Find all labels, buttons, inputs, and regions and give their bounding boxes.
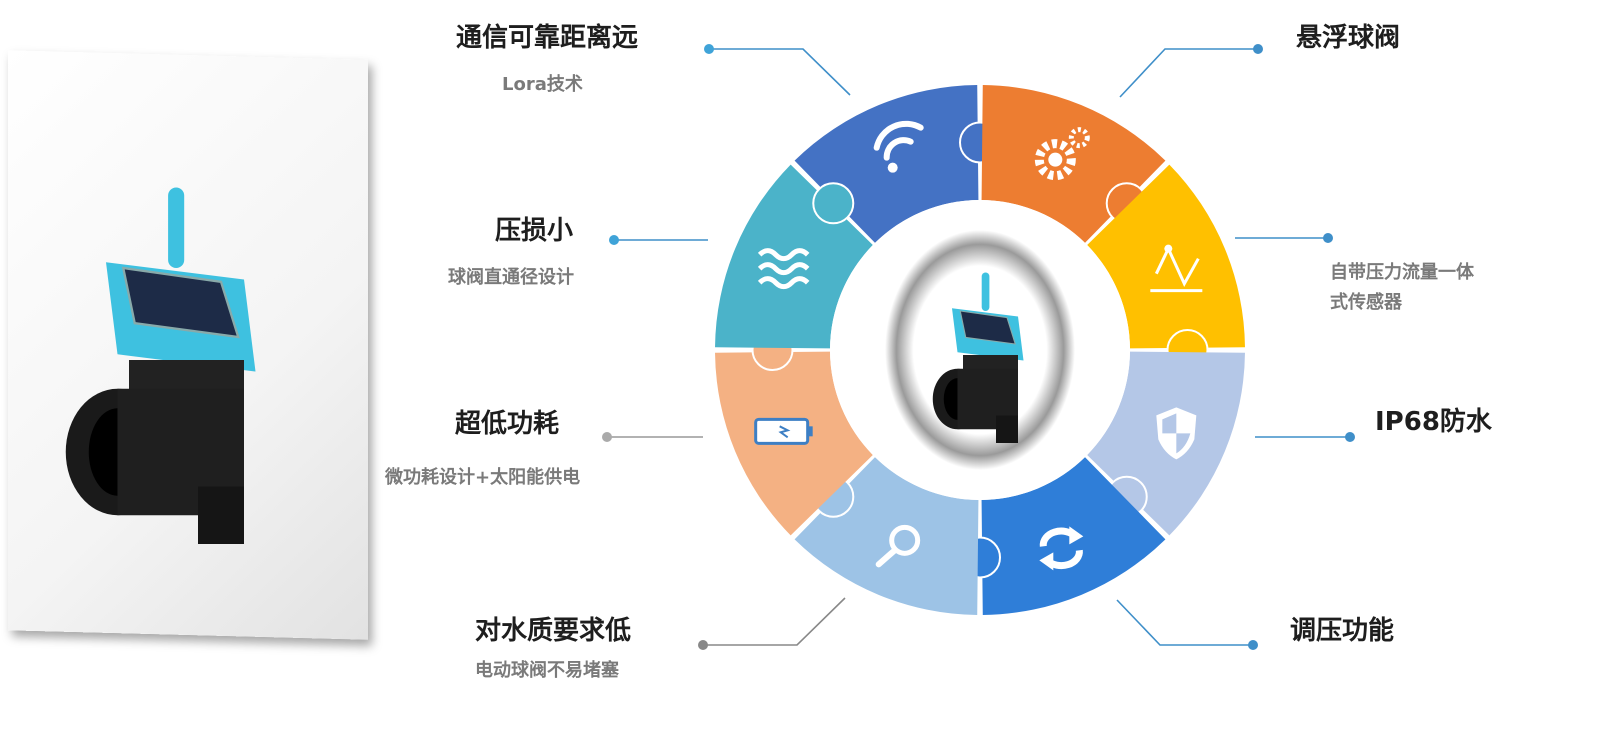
wifi-icon — [873, 120, 924, 173]
callout-dot — [1253, 44, 1263, 54]
feature-title-valve: 悬浮球阀 — [1296, 23, 1401, 53]
feature-title-quality: 对水质要求低 — [475, 616, 632, 646]
search-icon — [875, 524, 921, 568]
callout-dot — [602, 432, 612, 442]
puzzle-tab — [812, 182, 855, 225]
feature-ring — [715, 85, 1245, 615]
feature-title-waterproof: IP68防水 — [1375, 407, 1492, 437]
chart-icon — [1150, 244, 1203, 293]
waves-icon — [757, 248, 810, 290]
feature-title-sensor-line2: 式传感器 — [1330, 292, 1402, 313]
refresh-icon — [1039, 526, 1084, 571]
feature-title-power: 超低功耗 — [455, 409, 560, 439]
feature-subtitle-quality: 电动球阀不易堵塞 — [475, 660, 619, 681]
feature-title-comm: 通信可靠距离远 — [456, 23, 639, 53]
callout-dot — [1248, 640, 1258, 650]
battery-icon — [754, 417, 813, 445]
callout-line-quality — [703, 597, 846, 646]
shield-icon — [1156, 407, 1197, 460]
feature-subtitle-comm: Lora技术 — [502, 74, 583, 95]
feature-title-loss: 压损小 — [495, 216, 574, 246]
callout-dot — [609, 235, 619, 245]
feature-subtitle-loss: 球阀直通径设计 — [448, 267, 574, 288]
callout-line-comm — [709, 48, 851, 96]
feature-title-pressure: 调压功能 — [1290, 616, 1395, 646]
callout-dot — [704, 44, 714, 54]
feature-title-sensor: 自带压力流量一体 — [1330, 262, 1474, 283]
gears-icon — [1034, 127, 1090, 181]
feature-subtitle-power: 微功耗设计+太阳能供电 — [385, 467, 581, 488]
callout-line-valve — [1119, 48, 1258, 98]
product-image — [64, 186, 257, 546]
callout-dot — [1345, 432, 1355, 442]
callout-line-pressure — [1116, 599, 1253, 646]
callout-dot — [698, 640, 708, 650]
callout-dot — [1323, 233, 1333, 243]
